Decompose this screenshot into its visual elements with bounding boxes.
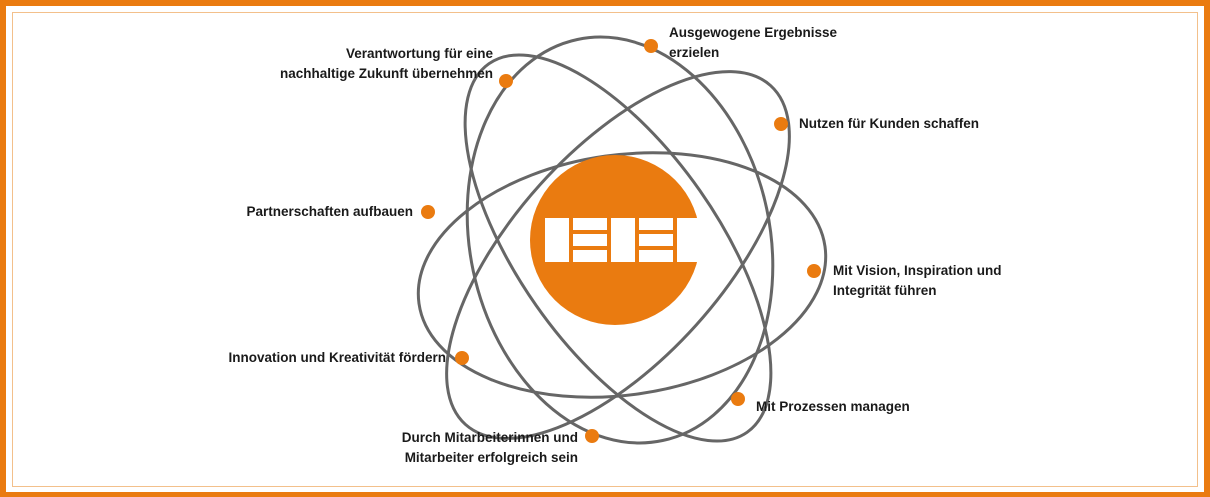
label-verantwortung: Verantwortung für eine nachhaltige Zukun… <box>280 44 493 84</box>
orbit-tilt-right <box>463 53 773 443</box>
dot-mitarbeiter <box>585 429 599 443</box>
orbit-vertical <box>465 35 775 445</box>
orbit-tilt-left <box>445 70 791 440</box>
label-partnerschaften-line-1: Partnerschaften aufbauen <box>246 204 413 219</box>
label-verantwortung-line-2: nachhaltige Zukunft übernehmen <box>279 66 493 81</box>
dot-partnerschaften <box>421 205 435 219</box>
dot-vision <box>807 264 821 278</box>
label-mitarbeiter-line-2: Mitarbeiter erfolgreich sein <box>404 450 578 465</box>
label-ausgewogene: Ausgewogene Ergebnisse erzielen <box>669 23 837 63</box>
dot-prozesse <box>731 392 745 406</box>
company-logo-icon <box>545 218 701 262</box>
label-nutzen: Nutzen für Kunden schaffen <box>799 114 979 134</box>
label-vision-line-2: Integrität führen <box>833 283 937 298</box>
label-innovation: Innovation und Kreativität fördern <box>228 348 446 368</box>
label-partnerschaften: Partnerschaften aufbauen <box>246 202 413 222</box>
label-mitarbeiter-line-1: Durch Mitarbeiterinnen und <box>401 430 578 445</box>
dot-nutzen <box>774 117 788 131</box>
label-innovation-line-1: Innovation und Kreativität fördern <box>228 350 446 365</box>
label-mitarbeiter: Durch Mitarbeiterinnen und Mitarbeiter e… <box>402 428 578 468</box>
label-vision-line-1: Mit Vision, Inspiration und <box>833 263 1002 278</box>
label-prozesse-line-1: Mit Prozessen managen <box>756 399 910 414</box>
label-ausgewogene-line-1: Ausgewogene Ergebnisse <box>669 25 838 40</box>
dot-ausgewogene <box>644 39 658 53</box>
dot-innovation <box>455 351 469 365</box>
label-vision: Mit Vision, Inspiration und Integrität f… <box>833 261 1002 301</box>
orbit-dots <box>421 39 821 443</box>
label-verantwortung-line-1: Verantwortung für eine <box>345 46 493 61</box>
dot-verantwortung <box>499 74 513 88</box>
label-prozesse: Mit Prozessen managen <box>756 397 910 417</box>
label-nutzen-line-1: Nutzen für Kunden schaffen <box>799 116 980 131</box>
label-ausgewogene-line-2: erzielen <box>669 45 720 60</box>
